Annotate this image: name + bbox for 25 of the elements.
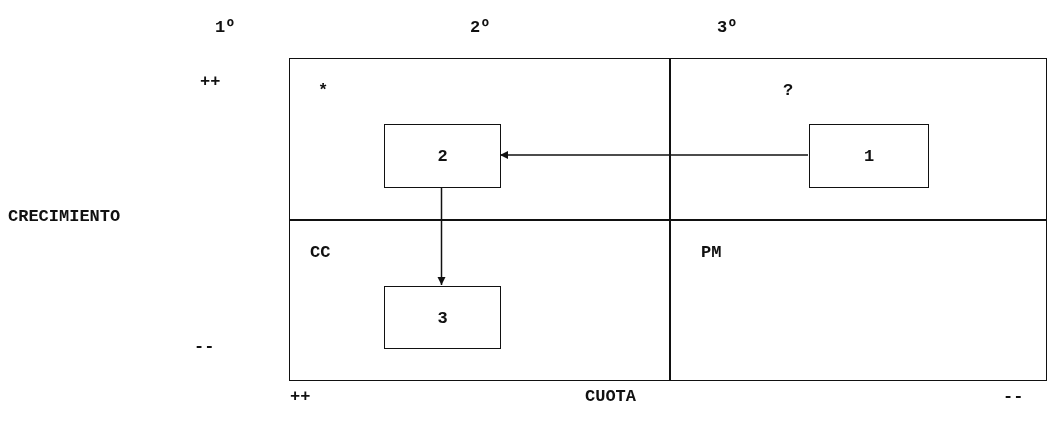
box-label: 2 (436, 146, 449, 166)
column-number: 3º (717, 18, 738, 37)
column-number: 2º (470, 18, 491, 37)
box-label: 1 (862, 146, 876, 166)
axis-mark: -- (194, 337, 215, 356)
axis-title: CUOTA (585, 387, 636, 406)
axis-mark: -- (1003, 387, 1024, 406)
quadrant-label: ? (783, 81, 794, 100)
column-number: 1º (215, 18, 236, 37)
quadrant-label: PM (701, 243, 722, 262)
axis-mark: ++ (200, 72, 221, 91)
arrow (499, 151, 809, 159)
process-box (384, 286, 501, 349)
quadrant-label: CC (310, 243, 331, 262)
axis-mark: ++ (290, 387, 311, 406)
quadrant-panel (289, 58, 670, 220)
arrow (437, 186, 446, 286)
axis-title: CRECIMIENTO (8, 207, 121, 226)
box-label: 3 (436, 308, 449, 327)
process-box (809, 124, 929, 188)
quadrant-panel (289, 220, 670, 381)
process-box (384, 124, 501, 188)
quadrant-label: * (318, 81, 329, 100)
quadrant-panel (670, 58, 1047, 220)
quadrant-panel (670, 220, 1047, 381)
